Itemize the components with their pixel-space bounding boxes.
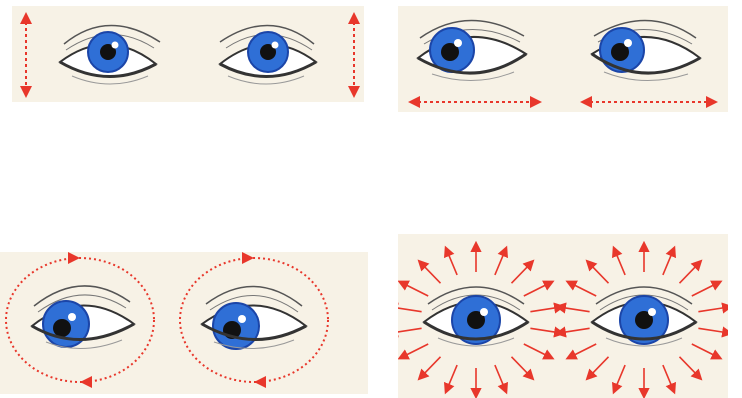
exercise-panel-radial: [398, 234, 728, 398]
exercise-panel-horizontal: [398, 6, 728, 112]
exercise-panel-circular: [0, 244, 368, 394]
radial-eye-illustration: [398, 234, 728, 398]
pupil: [53, 319, 71, 337]
exercise-panel-vertical: [12, 6, 364, 102]
panel-background: [12, 6, 364, 102]
circular-eye-illustration: [0, 244, 368, 394]
vertical-eye-illustration: [12, 6, 364, 102]
horizontal-eye-illustration: [398, 6, 728, 112]
